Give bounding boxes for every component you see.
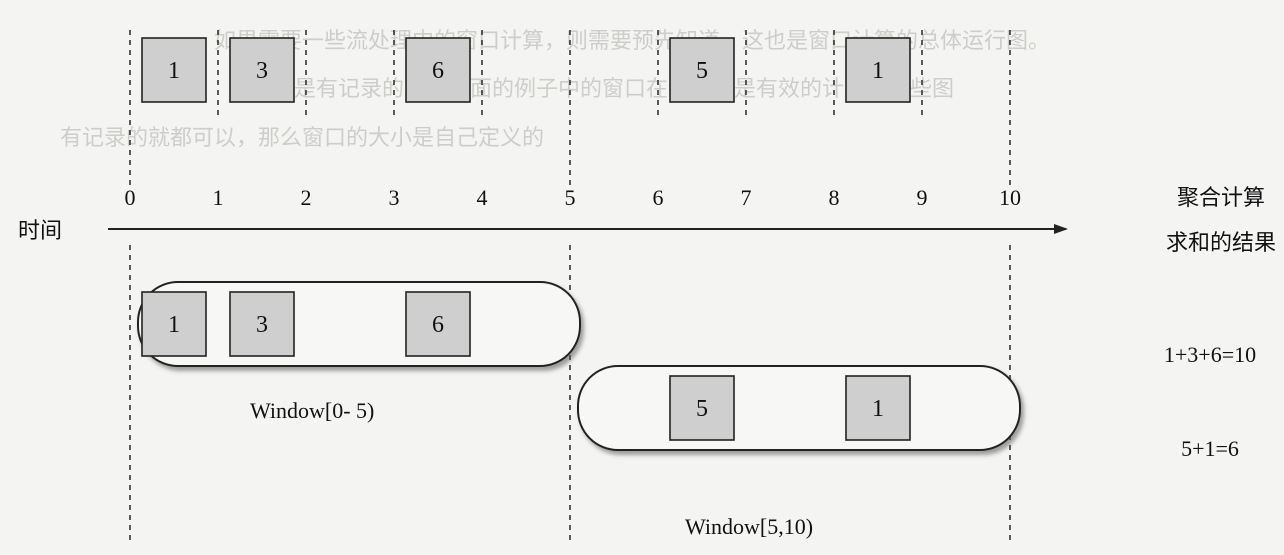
tick-label-1: 1 [213,185,224,210]
tick-label-10: 10 [999,185,1021,210]
tick-label-4: 4 [477,185,488,210]
event-box-0 [141,37,207,103]
result-header-line-1: 聚合计算 [1177,186,1265,211]
tick-label-3: 3 [389,185,400,210]
window-0-item-box-1 [229,291,295,357]
event-box-1 [229,37,295,103]
background-text-line-3: 有记录的就都可以，那么窗口的大小是自己定义的 [60,126,544,151]
event-box-2 [405,37,471,103]
tick-label-2: 2 [301,185,312,210]
result-header-line-2: 求和的结果 [1166,231,1276,256]
event-value-2: 6 [432,58,444,84]
event-value-4: 1 [872,58,884,84]
tick-label-8: 8 [829,185,840,210]
window-label-1: Window[5,10) [685,514,813,539]
window-label-0: Window[0- 5) [250,398,374,423]
window-1-item-box-0 [669,375,735,441]
event-boxes: 1 3 6 5 1 [141,37,911,103]
window-0-item-box-2 [405,291,471,357]
background-text-line-2: 窗口是有记录的，在上面的例子中的窗口在全局都是有效的计算，有些图 [250,77,954,102]
background-text-line-1: 如果需要一些流处理中的窗口计算，则需要预先知道。这也是窗口计算的总体运行图。 [214,29,1050,54]
window-result-0: 1+3+6=10 [1164,342,1256,367]
event-box-3 [669,37,735,103]
tick-label-7: 7 [741,185,752,210]
window-pill-1 [577,365,1021,451]
event-box-4 [845,37,911,103]
tick-label-6: 6 [653,185,664,210]
event-value-1: 3 [256,58,268,84]
event-value-0: 1 [168,58,180,84]
event-value-3: 5 [696,58,708,84]
time-axis-label: 时间 [18,219,62,244]
window-1-item-value-1: 1 [872,396,884,422]
tick-label-5: 5 [565,185,576,210]
window-0-item-box-0 [141,291,207,357]
window-1-item-value-0: 5 [696,396,708,422]
window-0-item-value-1: 3 [256,312,268,338]
tick-label-0: 0 [125,185,136,210]
tick-labels: 0 1 2 3 4 5 6 7 8 9 10 [125,185,1022,210]
window-1-item-box-1 [845,375,911,441]
window-0-item-value-0: 1 [168,312,180,338]
window-0-item-value-2: 6 [432,312,444,338]
boundary-dashed-lines [129,30,1011,545]
window-result-1: 5+1=6 [1181,436,1239,461]
tick-label-9: 9 [917,185,928,210]
